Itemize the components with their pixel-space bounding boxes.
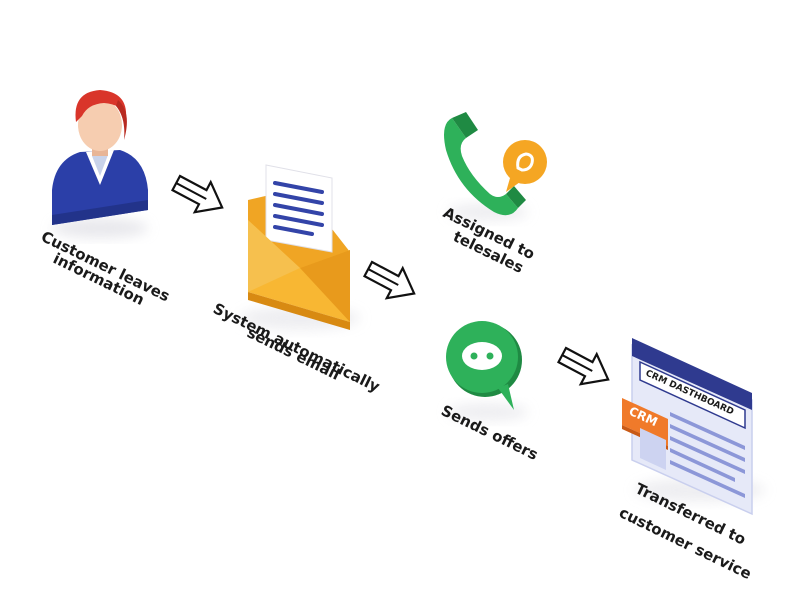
email-step: System automatically sends email bbox=[210, 164, 383, 396]
chat-icon bbox=[446, 321, 528, 421]
arrow-icon bbox=[171, 174, 224, 214]
person-icon bbox=[52, 90, 148, 238]
offers-step: Sends offers bbox=[438, 321, 541, 464]
arrow-icon bbox=[557, 346, 610, 386]
envelope-icon bbox=[240, 164, 360, 330]
crm-dashboard-icon: CRM DASTHBOARD CRM bbox=[622, 338, 765, 516]
phone-icon bbox=[444, 112, 528, 221]
customer-step: Customer leaves information bbox=[38, 90, 173, 309]
arrow-icon bbox=[363, 260, 416, 300]
crm-step: CRM DASTHBOARD CRM Transferred to custom… bbox=[616, 338, 765, 583]
speech-bubble-icon bbox=[503, 140, 547, 192]
telesales-step: Assigned to telesales bbox=[440, 112, 547, 277]
